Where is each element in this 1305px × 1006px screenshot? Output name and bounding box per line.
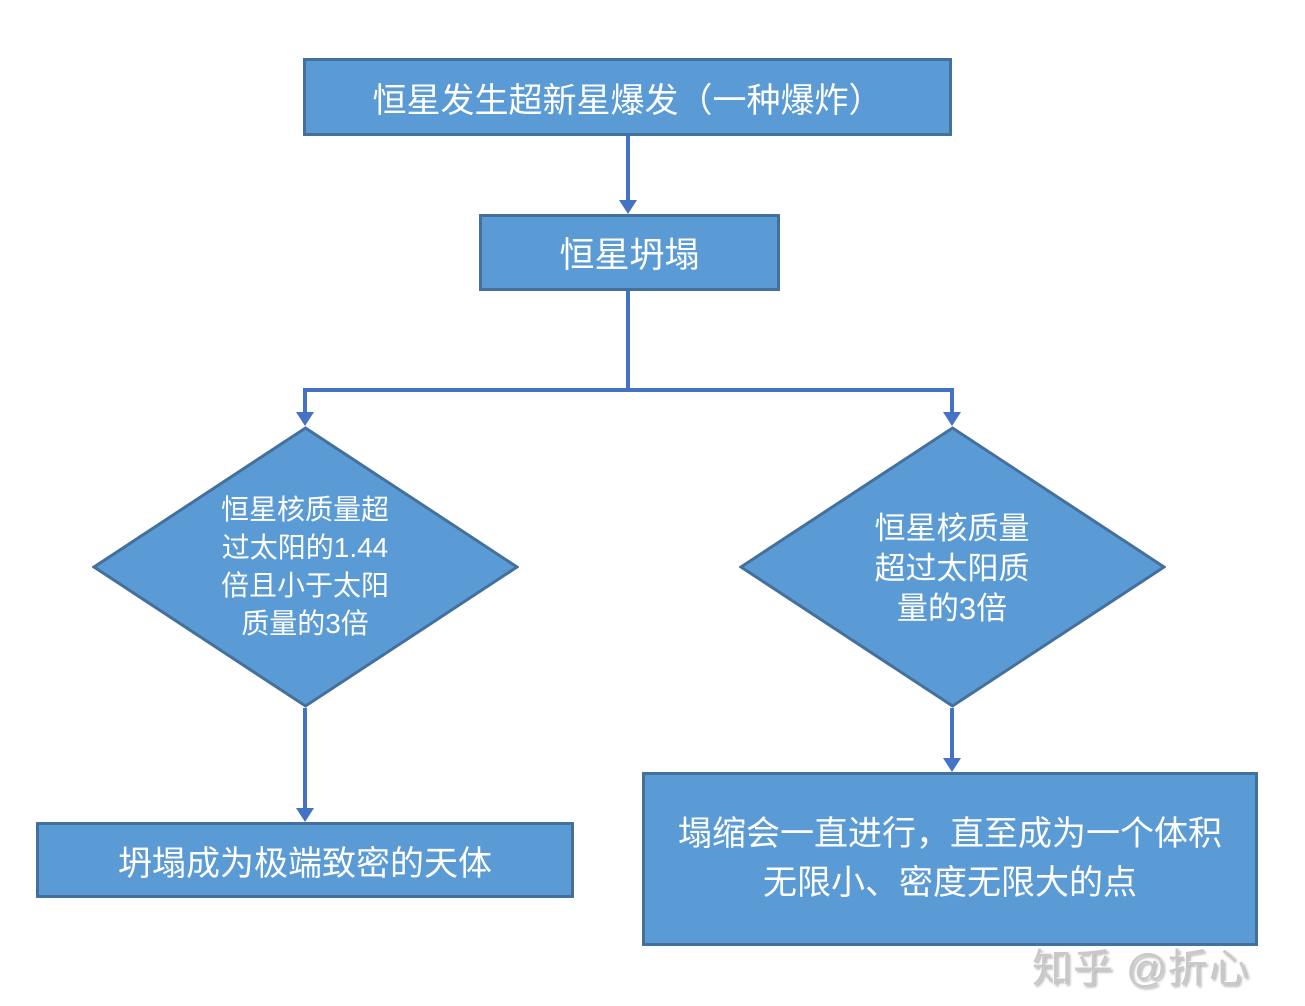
node-dense-object-result-label: 坍塌成为极端致密的天体 <box>118 844 492 883</box>
node-singularity-result-line-1: 塌缩会一直进行，直至成为一个体积 <box>678 815 1222 853</box>
connector-title-to-collapse-line <box>626 136 630 202</box>
connector-right-branch-line <box>950 388 954 414</box>
connector-left-branch-line <box>303 388 307 414</box>
zhihu-watermark: 知乎 @折心 <box>1032 947 1250 991</box>
decision-right-line-2: 超过太阳质 <box>874 551 1030 586</box>
connector-branch-horizontal-line <box>303 388 954 392</box>
node-supernova-explosion-label: 恒星发生超新星爆发（一种爆炸） <box>372 81 883 120</box>
node-star-collapse: 恒星坍塌 <box>479 214 780 291</box>
decision-right-diamond-polygon <box>739 426 1166 708</box>
decision-left-line-4: 质量的3倍 <box>241 608 369 639</box>
decision-right-diamond-shape <box>739 426 1166 708</box>
decision-left-diamond-polygon <box>92 426 519 708</box>
decision-left-line-3: 倍且小于太阳 <box>220 570 389 601</box>
connector-left-diamond-to-result-arrowhead-icon <box>296 808 314 822</box>
node-singularity-result-line-2: 无限小、密度无限大的点 <box>763 864 1137 902</box>
connector-right-diamond-to-result-line <box>950 708 954 759</box>
connector-left-diamond-to-result-line <box>303 708 307 809</box>
connector-right-diamond-to-result-arrowhead-icon <box>943 758 961 772</box>
connector-collapse-stem-line <box>626 291 630 390</box>
decision-left-line-1: 恒星核质量超 <box>220 494 389 525</box>
decision-left-diamond-text: 恒星核质量超 过太阳的1.44 倍且小于太阳 质量的3倍 <box>142 491 468 643</box>
connector-right-branch-arrowhead-icon <box>943 412 961 426</box>
node-dense-object-result: 坍塌成为极端致密的天体 <box>36 822 574 898</box>
decision-left-line-2: 过太阳的1.44 <box>221 532 389 563</box>
connector-left-branch-arrowhead-icon <box>296 412 314 426</box>
node-supernova-explosion: 恒星发生超新星爆发（一种爆炸） <box>303 58 952 136</box>
decision-right-line-3: 量的3倍 <box>896 591 1008 626</box>
decision-left-diamond-shape <box>92 426 519 708</box>
node-star-collapse-label: 恒星坍塌 <box>559 236 700 275</box>
connector-title-to-collapse-arrowhead-icon <box>619 200 637 214</box>
decision-right-line-1: 恒星核质量 <box>874 511 1030 546</box>
decision-right-diamond-text: 恒星核质量 超过太阳质 量的3倍 <box>802 509 1102 629</box>
node-singularity-result: 塌缩会一直进行，直至成为一个体积 无限小、密度无限大的点 <box>642 772 1258 946</box>
